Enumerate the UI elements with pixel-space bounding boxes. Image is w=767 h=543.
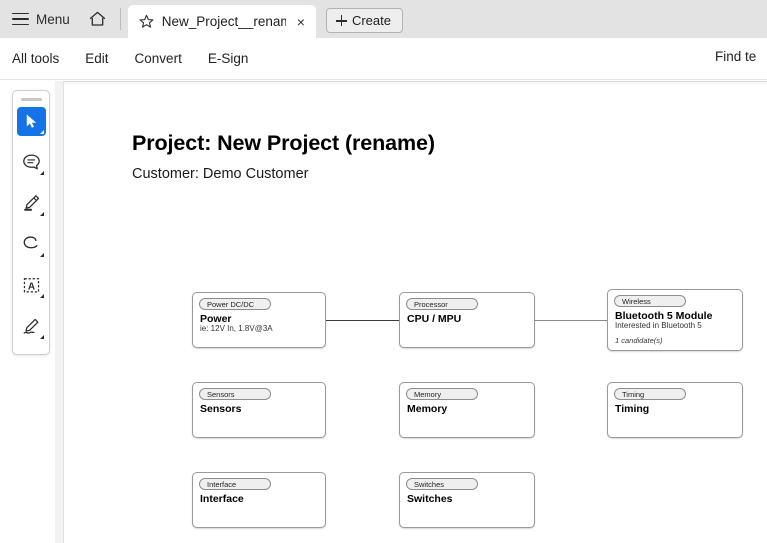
chevron-down-icon [39,171,44,175]
sign-tool-button[interactable] [17,312,46,341]
connector-power-to-processor [326,320,399,321]
comment-tool-button[interactable] [17,148,46,177]
document-tab-title: New_Project__rename… [161,14,286,29]
home-button[interactable] [78,0,118,38]
node-tag-label: Timing [614,388,686,400]
node-title: Switches [407,493,453,505]
panel-drag-handle[interactable] [20,98,42,101]
window-title-bar: Menu New_Project__rename… × Create [0,0,767,38]
node-tag-label: Sensors [199,388,271,400]
left-tool-rail-area: A [0,81,55,543]
close-icon[interactable]: × [296,13,305,30]
node-title: Power [200,313,232,325]
find-text-or-tools-button[interactable]: Find te [715,49,757,64]
chevron-down-icon [39,335,44,339]
node-title: Interface [200,493,244,505]
node-tag-label: Interface [199,478,271,490]
node-candidate-count: 1 candidate(s) [615,336,663,345]
toolbar-item-all-tools[interactable]: All tools [12,51,60,66]
highlight-tool-icon [23,195,39,211]
text-select-tool-button[interactable]: A [17,271,46,300]
node-tag-label: Power DC/DC [199,298,271,310]
node-subtitle: ie: 12V In, 1.8V@3A [200,324,273,333]
star-icon[interactable] [139,14,154,29]
toolbar-item-e-sign[interactable]: E-Sign [207,51,249,66]
page-gutter [55,81,64,543]
document-tab[interactable]: New_Project__rename… × [127,5,316,38]
chevron-down-icon [39,253,44,257]
chevron-down-icon [39,294,44,298]
comment-tool-icon [22,154,40,170]
home-icon [90,11,106,26]
node-title: Sensors [200,403,242,415]
page-title: Project: New Project (rename) [132,131,435,155]
page-subtitle: Customer: Demo Customer [132,166,309,182]
draw-tool-button[interactable] [17,230,46,259]
page-top-edge [64,81,767,85]
toolbar-item-edit[interactable]: Edit [85,51,109,66]
app-toolbar: All tools Edit Convert E-Sign Find te [0,38,767,80]
document-viewport[interactable]: Project: New Project (rename) Customer: … [64,81,767,543]
node-title: Bluetooth 5 Module [615,310,713,322]
node-tag-label: Wireless [614,295,686,307]
connector-processor-to-wireless [535,320,607,321]
create-button[interactable]: Create [325,8,403,33]
select-tool-icon [26,114,36,128]
highlight-tool-button[interactable] [17,189,46,218]
draw-tool-icon [23,236,37,249]
create-button-label: Create [351,13,391,28]
node-subtitle: Interested in Bluetooth 5 [615,321,702,330]
node-tag-label: Processor [406,298,478,310]
menu-label: Menu [36,11,70,27]
node-tag-label: Switches [406,478,478,490]
svg-text:A: A [27,281,34,292]
chevron-down-icon [39,130,44,134]
plus-icon [335,15,347,26]
node-tag-label: Memory [406,388,478,400]
node-title: Memory [407,403,448,415]
toolbar-item-convert[interactable]: Convert [134,51,182,66]
hamburger-icon [12,12,29,26]
node-title: Timing [615,403,650,415]
quick-tools-panel: A [12,90,50,355]
toolbar-divider [119,8,121,30]
select-tool-button[interactable] [16,107,46,136]
text-select-tool-icon: A [23,278,39,293]
chevron-down-icon [39,212,44,216]
main-menu-button[interactable]: Menu [0,0,78,38]
sign-tool-icon [23,318,38,334]
node-title: CPU / MPU [407,313,462,325]
